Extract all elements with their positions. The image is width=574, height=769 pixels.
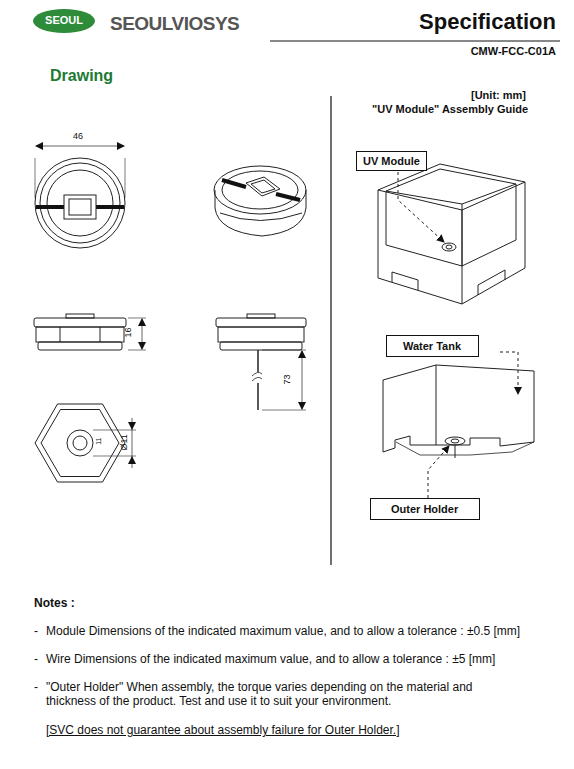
note-text: "Outer Holder" When assembly, the torque… — [46, 680, 516, 709]
node-text: UV Module — [363, 155, 420, 167]
note-text: Wire Dimensions of the indicated maximum… — [46, 652, 495, 666]
dimension: 11 — [95, 438, 103, 445]
bullet: - — [34, 680, 38, 694]
dimension: Ø11 — [119, 434, 130, 450]
note-text: Module Dimensions of the indicated maxim… — [46, 624, 520, 638]
page-title: Specification — [419, 9, 556, 35]
part-number: CMW-FCC-C01A — [471, 45, 556, 58]
disclaimer: [SVC does not guarantee about assembly f… — [46, 723, 400, 737]
section-heading: Drawing — [50, 66, 113, 85]
guide-title: "UV Module" Assembly Guide — [372, 103, 528, 116]
node-text: Water Tank — [403, 340, 462, 352]
dimension: 16 — [123, 327, 134, 337]
bullet: - — [34, 652, 38, 666]
callout-box: UV Module — [356, 151, 427, 171]
notes-heading: Notes : — [34, 596, 75, 610]
node-text: SEOUL — [44, 14, 84, 26]
logo-wordmark: SEOULVIOSYS — [110, 13, 239, 36]
dimension: 46 — [73, 131, 83, 142]
logo-badge: SEOUL — [33, 9, 95, 33]
callout-box: Water Tank — [386, 335, 479, 357]
dimension: 73 — [282, 374, 293, 384]
unit-note: [Unit: mm] — [471, 89, 526, 102]
node-text: Outer Holder — [391, 503, 459, 515]
bullet: - — [34, 624, 38, 638]
callout-box: Outer Holder — [370, 498, 480, 520]
